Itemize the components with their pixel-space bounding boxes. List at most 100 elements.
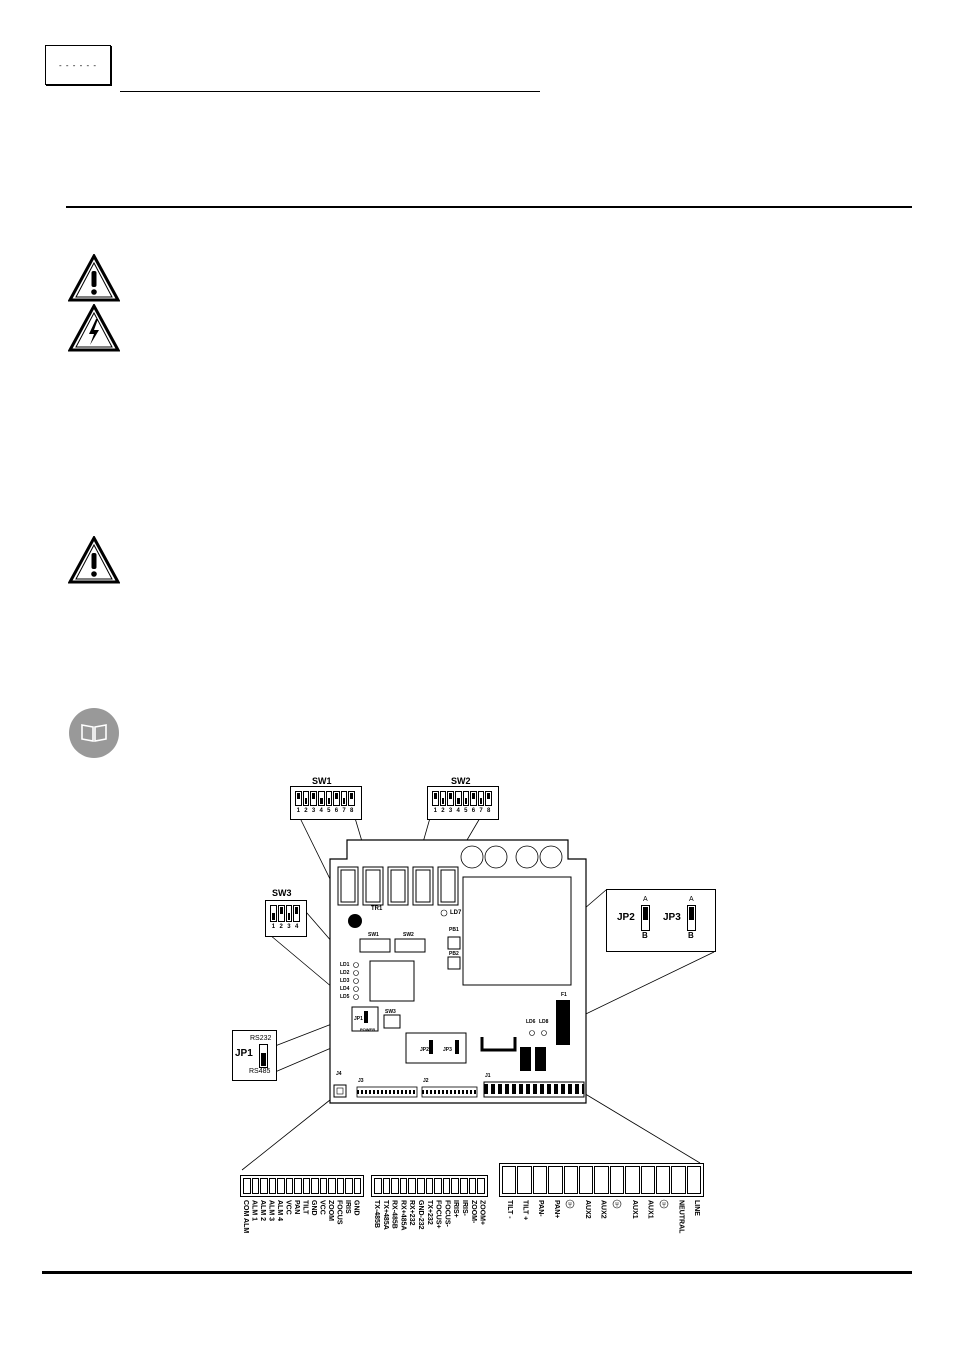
- terminal-pin[interactable]: [468, 1178, 477, 1194]
- sw1-callout: 1 2 3 4 5 6 7 8: [290, 786, 362, 820]
- jumper-icon[interactable]: [259, 1044, 268, 1068]
- dip-switch[interactable]: [270, 905, 277, 922]
- led3-label: LD3: [340, 978, 350, 984]
- dip-switch[interactable]: [477, 791, 485, 806]
- terminal-pin[interactable]: [285, 1178, 293, 1194]
- j4-pin-label: PAN: [293, 1200, 300, 1215]
- dip-switch[interactable]: [277, 905, 285, 922]
- terminal-pin[interactable]: [532, 1166, 548, 1194]
- switch-number: 5: [327, 808, 331, 814]
- sw1-switches: [295, 791, 355, 806]
- j1-pin-label: TILT +: [521, 1200, 529, 1221]
- terminal-pin[interactable]: [578, 1166, 594, 1194]
- terminal-pin[interactable]: [251, 1178, 259, 1194]
- dip-switch[interactable]: [340, 791, 348, 806]
- j4-pin-label: VCC: [284, 1200, 292, 1215]
- terminal-pin[interactable]: [302, 1178, 310, 1194]
- switch-number: 5: [464, 808, 468, 814]
- j4-pin-label: ALM 3: [267, 1200, 275, 1221]
- terminal-pin[interactable]: [686, 1166, 702, 1194]
- j3-pin-label: TX-485B: [373, 1200, 380, 1229]
- j3-label: J3: [358, 1078, 364, 1084]
- dip-switch[interactable]: [285, 905, 293, 922]
- terminal-pin[interactable]: [425, 1178, 434, 1194]
- terminal-pin[interactable]: [319, 1178, 327, 1194]
- header-box: - - - - - -: [45, 45, 111, 85]
- j1-pin-label: AUX1: [646, 1200, 654, 1219]
- jumper-icon[interactable]: [687, 905, 696, 931]
- led4-label: LD4: [340, 986, 350, 992]
- terminal-pin[interactable]: [353, 1178, 361, 1194]
- j4-terminal-strip: [240, 1175, 364, 1197]
- terminal-pin[interactable]: [640, 1166, 655, 1194]
- terminal-pin[interactable]: [311, 1178, 319, 1194]
- terminal-pin[interactable]: [563, 1166, 578, 1194]
- jumper-icon[interactable]: [641, 905, 650, 931]
- terminal-pin[interactable]: [517, 1166, 532, 1194]
- j3-pin-label: IRIS-: [461, 1200, 468, 1216]
- dip-switch[interactable]: [333, 791, 340, 806]
- j1-pin-label: PAN+: [552, 1200, 560, 1219]
- terminal-pin[interactable]: [294, 1178, 302, 1194]
- switch-number: 4: [319, 808, 323, 814]
- terminal-pin[interactable]: [260, 1178, 268, 1194]
- terminal-pin[interactable]: [594, 1166, 609, 1194]
- dip-switch[interactable]: [439, 791, 447, 806]
- terminal-pin[interactable]: [671, 1166, 686, 1194]
- terminal-pin[interactable]: [408, 1178, 417, 1194]
- switch-number: 6: [471, 808, 476, 814]
- warning-triangle-icon: [68, 254, 120, 302]
- sw2-small-label: SW2: [403, 932, 414, 938]
- terminal-pin[interactable]: [391, 1178, 399, 1194]
- dip-switch[interactable]: [447, 791, 454, 806]
- switch-number: 1: [433, 808, 437, 814]
- terminal-pin[interactable]: [243, 1178, 251, 1194]
- terminal-pin[interactable]: [345, 1178, 353, 1194]
- j3-terminal-strip: [371, 1175, 488, 1197]
- dip-switch[interactable]: [470, 791, 477, 806]
- dip-switch[interactable]: [432, 791, 439, 806]
- terminal-pin[interactable]: [336, 1178, 344, 1194]
- terminal-pin[interactable]: [451, 1178, 460, 1194]
- terminal-pin[interactable]: [548, 1166, 563, 1194]
- terminal-pin[interactable]: [609, 1166, 625, 1194]
- jp2-b-label: B: [642, 931, 648, 940]
- j3-pin-label: RX+232: [408, 1200, 416, 1226]
- terminal-pin[interactable]: [502, 1166, 517, 1194]
- terminal-pin[interactable]: [374, 1178, 382, 1194]
- terminal-pin[interactable]: [328, 1178, 336, 1194]
- ground-icon: [565, 1199, 575, 1209]
- j3-pin-label: TX+232: [425, 1200, 433, 1225]
- dip-switch[interactable]: [485, 791, 492, 806]
- terminal-pin[interactable]: [655, 1166, 671, 1194]
- terminal-pin[interactable]: [382, 1178, 391, 1194]
- terminal-pin[interactable]: [277, 1178, 285, 1194]
- dip-switch[interactable]: [348, 791, 355, 806]
- ld8-label: LD8: [539, 1019, 549, 1025]
- jp3-label: JP3: [663, 912, 681, 923]
- terminal-pin[interactable]: [417, 1178, 425, 1194]
- header-rule: [120, 91, 540, 92]
- terminal-pin[interactable]: [442, 1178, 451, 1194]
- ground-icon: [612, 1199, 622, 1209]
- dip-switch[interactable]: [317, 791, 325, 806]
- manual-book-icon: [69, 708, 119, 758]
- terminal-pin[interactable]: [434, 1178, 442, 1194]
- dip-switch[interactable]: [454, 791, 462, 806]
- j3-pin-label: FOCUS+: [434, 1200, 442, 1229]
- terminal-pin[interactable]: [477, 1178, 485, 1194]
- dip-switch[interactable]: [325, 791, 333, 806]
- power-label: POWER: [360, 1027, 376, 1032]
- dip-switch[interactable]: [462, 791, 470, 806]
- jp2-board-label: JP2: [420, 1047, 429, 1053]
- led1-label: LD1: [340, 962, 350, 968]
- dip-switch[interactable]: [295, 791, 302, 806]
- terminal-pin[interactable]: [625, 1166, 640, 1194]
- dip-switch[interactable]: [310, 791, 317, 806]
- terminal-pin[interactable]: [460, 1178, 468, 1194]
- jp2-label: JP2: [617, 912, 635, 923]
- dip-switch[interactable]: [302, 791, 310, 806]
- terminal-pin[interactable]: [399, 1178, 408, 1194]
- dip-switch[interactable]: [293, 905, 300, 922]
- terminal-pin[interactable]: [268, 1178, 276, 1194]
